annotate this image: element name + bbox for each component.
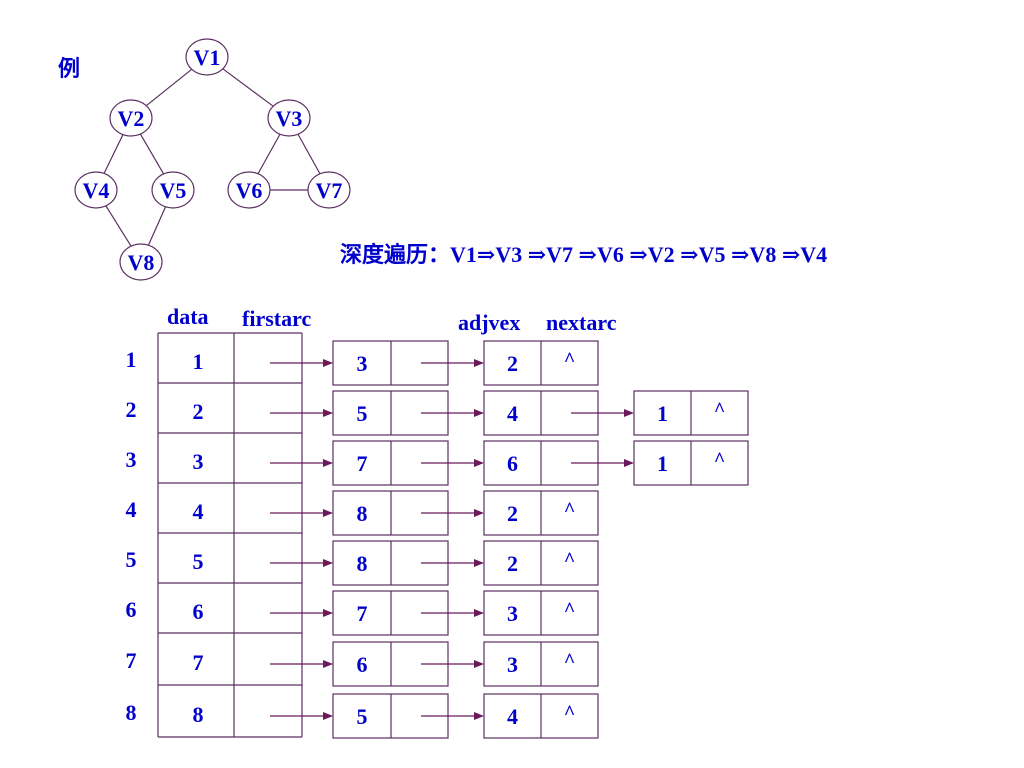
adjvex-value: 6	[357, 652, 368, 677]
graph-node-label-v3: V3	[276, 106, 303, 131]
graph-edge-v2-v4	[103, 134, 124, 174]
arrow-head	[323, 559, 333, 567]
graph-edge-v5-v8	[147, 206, 167, 246]
adjvex-value: 5	[357, 401, 368, 426]
adjvex-value: 4	[507, 401, 518, 426]
adjvex-value: 3	[507, 601, 518, 626]
row-index: 2	[126, 397, 137, 422]
vertex-data: 3	[193, 449, 204, 474]
graph-edge-v4-v8	[105, 205, 132, 247]
adjvex-value: 4	[507, 704, 518, 729]
row-index: 1	[126, 347, 137, 372]
arrow-head	[323, 459, 333, 467]
adjvex-value: 1	[657, 401, 668, 426]
graph-edge-v3-v7	[297, 133, 321, 175]
arrow-head	[323, 660, 333, 668]
graph-node-v5	[151, 171, 195, 209]
vertex-data: 4	[193, 499, 204, 524]
graph-node-label-v5: V5	[160, 178, 187, 203]
arrow-head	[323, 509, 333, 517]
null-pointer: ^	[564, 599, 576, 621]
row-index: 8	[126, 700, 137, 725]
header-data: data	[167, 304, 209, 329]
arrow-head	[323, 359, 333, 367]
header-firstarc: firstarc	[242, 306, 311, 331]
adjvex-value: 1	[657, 451, 668, 476]
graph-node-label-v4: V4	[83, 178, 110, 203]
graph-node-v4	[74, 171, 118, 209]
adjvex-value: 8	[357, 501, 368, 526]
vertex-data: 2	[193, 399, 204, 424]
arrow-head	[624, 459, 634, 467]
null-pointer: ^	[564, 549, 576, 571]
adjvex-value: 7	[357, 451, 368, 476]
arrow-head	[474, 409, 484, 417]
arrow-head	[624, 409, 634, 417]
arrow-head	[323, 609, 333, 617]
adjvex-value: 2	[507, 551, 518, 576]
graph-node-label-v1: V1	[194, 45, 221, 70]
adjvex-value: 5	[357, 704, 368, 729]
graph-node-v2	[109, 99, 153, 137]
graph-node-label-v8: V8	[128, 250, 155, 275]
graph-edge-v1-v2	[145, 68, 193, 107]
example-label: 例	[58, 56, 80, 81]
null-pointer: ^	[714, 449, 726, 471]
graph-node-v1	[185, 38, 229, 76]
adjvex-value: 2	[507, 351, 518, 376]
traversal-text: 深度遍历：V1⇒V3 ⇒V7 ⇒V6 ⇒V2 ⇒V5 ⇒V8 ⇒V4	[340, 242, 827, 267]
graph-node-label-v6: V6	[236, 178, 263, 203]
null-pointer: ^	[564, 499, 576, 521]
adjvex-value: 7	[357, 601, 368, 626]
arrow-head	[323, 409, 333, 417]
null-pointer: ^	[564, 650, 576, 672]
graph-edge-v1-v3	[222, 68, 274, 107]
row-index: 4	[126, 497, 137, 522]
arrow-head	[474, 559, 484, 567]
vertex-data: 5	[193, 549, 204, 574]
arrow-head	[474, 712, 484, 720]
row-index: 7	[126, 648, 137, 673]
adjvex-value: 3	[507, 652, 518, 677]
header-adjvex: adjvex	[458, 310, 520, 335]
graph-edge-v2-v5	[139, 133, 165, 175]
graph-node-v7	[307, 171, 351, 209]
graph-node-v8	[119, 243, 163, 281]
row-index: 3	[126, 447, 137, 472]
arrow-head	[474, 660, 484, 668]
adjvex-value: 2	[507, 501, 518, 526]
graph-node-v6	[227, 171, 271, 209]
graph-node-label-v2: V2	[118, 106, 145, 131]
vertex-data: 8	[193, 702, 204, 727]
header-nextarc: nextarc	[546, 310, 617, 335]
arrow-head	[474, 509, 484, 517]
adjacency-lists: 1 1 3 2 ^ 2 2 5 4 1 ^ 3 3 7 6 1 ^ 4 4 8 2 ^ 5 5 8 2 ^ 6 6 7 3 ^ 7 7 6 3 ^ 8 8 5…	[126, 340, 749, 739]
arrow-head	[474, 609, 484, 617]
graph-node-label-v7: V7	[316, 178, 343, 203]
vertex-data: 6	[193, 599, 204, 624]
row-index: 5	[126, 547, 137, 572]
vertex-data: 1	[193, 349, 204, 374]
adjvex-value: 8	[357, 551, 368, 576]
arrow-head	[474, 459, 484, 467]
graph-edge-v3-v6	[257, 133, 281, 175]
vertex-table	[157, 332, 303, 738]
adjvex-value: 6	[507, 451, 518, 476]
row-index: 6	[126, 597, 137, 622]
null-pointer: ^	[714, 399, 726, 421]
vertex-data: 7	[193, 650, 204, 675]
null-pointer: ^	[564, 702, 576, 724]
null-pointer: ^	[564, 349, 576, 371]
arrow-head	[323, 712, 333, 720]
adjvex-value: 3	[357, 351, 368, 376]
graph-node-v3	[267, 99, 311, 137]
arrow-head	[474, 359, 484, 367]
